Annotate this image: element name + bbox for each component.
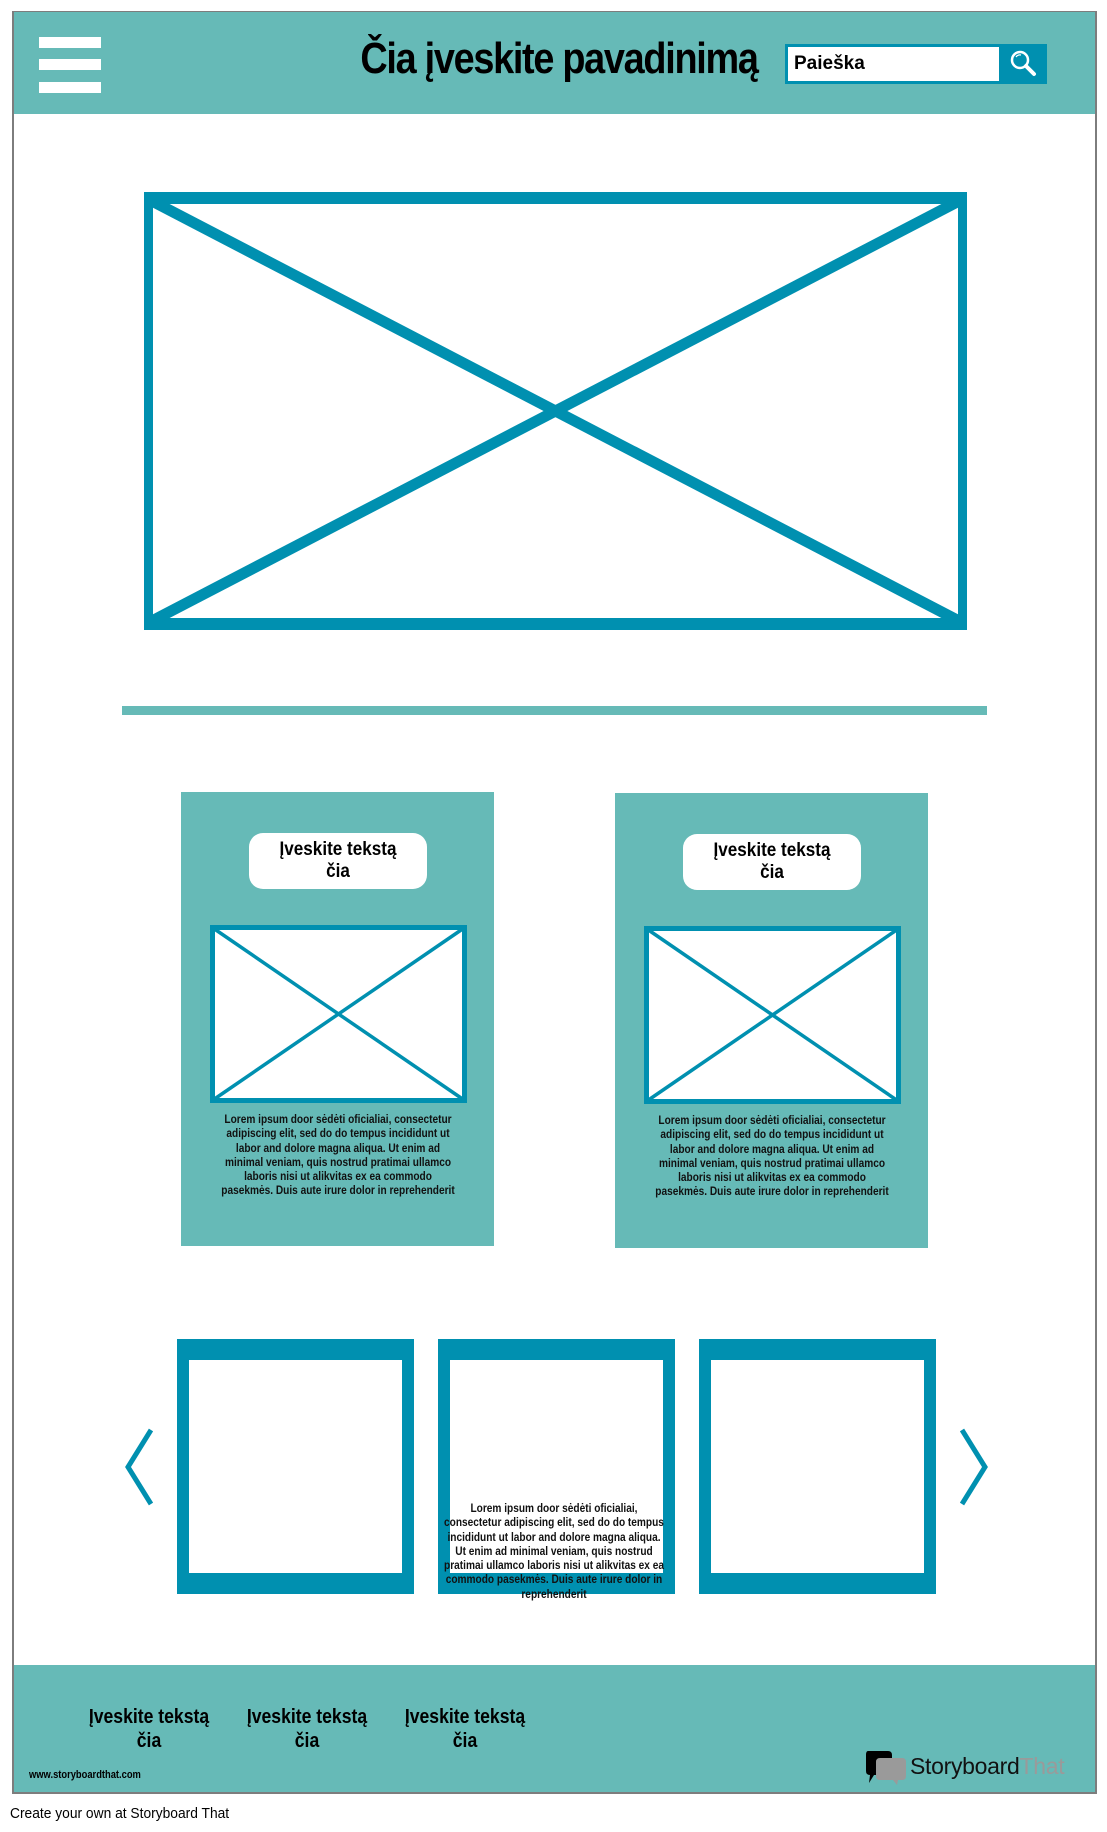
footer-link[interactable]: Įveskite tekstą čia xyxy=(88,1706,210,1752)
carousel-next-button[interactable] xyxy=(959,1428,988,1506)
menu-bar xyxy=(39,82,101,93)
feature-card: Įveskite tekstą čia Lorem ipsum door sėd… xyxy=(181,792,494,1246)
carousel-slide[interactable] xyxy=(177,1339,414,1594)
speech-bubbles-icon xyxy=(866,1751,906,1785)
search-input[interactable] xyxy=(788,47,999,81)
footer-link[interactable]: Įveskite tekstą čia xyxy=(404,1706,526,1752)
logo-text-that: That xyxy=(1019,1753,1065,1779)
hero-image-placeholder xyxy=(144,192,967,630)
footer-link[interactable]: Įveskite tekstą čia xyxy=(246,1706,368,1752)
menu-bar xyxy=(39,59,101,70)
card-description: Lorem ipsum door sėdėti oficialiai, cons… xyxy=(221,1114,455,1198)
image-placeholder-icon xyxy=(644,926,901,1104)
search-icon xyxy=(1010,50,1036,76)
wireframe-page: Čia įveskite pavadinimą Įveskite tekstą … xyxy=(12,11,1097,1794)
hamburger-menu-icon[interactable] xyxy=(39,37,101,94)
page-title: Čia įveskite pavadinimą xyxy=(360,34,759,83)
card-label: Įveskite tekstą čia xyxy=(683,834,861,890)
credit-line[interactable]: Create your own at Storyboard That xyxy=(10,1805,230,1822)
image-placeholder-icon xyxy=(210,925,467,1103)
storyboardthat-logo: StoryboardThat xyxy=(864,1749,1084,1785)
card-label: Įveskite tekstą čia xyxy=(249,833,427,889)
carousel-slide[interactable] xyxy=(699,1339,936,1594)
card-image-placeholder xyxy=(644,926,901,1104)
feature-card: Įveskite tekstą čia Lorem ipsum door sėd… xyxy=(615,793,928,1248)
section-divider xyxy=(122,706,987,715)
search-box xyxy=(785,44,1047,84)
image-placeholder-icon xyxy=(144,192,967,630)
chevron-left-icon xyxy=(125,1428,154,1506)
search-button[interactable] xyxy=(1002,44,1047,84)
logo-text-storyboard: Storyboard xyxy=(910,1753,1020,1779)
chevron-right-icon xyxy=(959,1428,988,1506)
card-image-placeholder xyxy=(210,925,467,1103)
footer-bar: Įveskite tekstą čia Įveskite tekstą čia … xyxy=(14,1665,1095,1792)
carousel-slide[interactable] xyxy=(438,1339,675,1594)
card-description: Lorem ipsum door sėdėti oficialiai, cons… xyxy=(655,1115,889,1199)
carousel-caption: Lorem ipsum door sėdėti oficialiai, cons… xyxy=(444,1503,664,1601)
header-bar: Čia įveskite pavadinimą xyxy=(14,12,1095,114)
footer-url[interactable]: www.storyboardthat.com xyxy=(29,1769,141,1781)
carousel-prev-button[interactable] xyxy=(125,1428,154,1506)
menu-bar xyxy=(39,37,101,48)
